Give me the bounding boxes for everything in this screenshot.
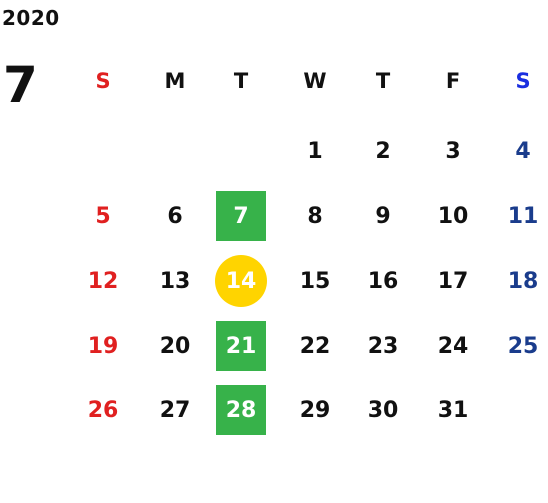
day-number: 31 xyxy=(437,397,469,423)
day-cell[interactable]: 18 xyxy=(493,261,548,301)
day-cell[interactable]: 10 xyxy=(423,196,483,236)
day-number: 8 xyxy=(307,203,323,229)
weekday-header: F xyxy=(423,61,483,101)
day-cell[interactable]: 5 xyxy=(73,196,133,236)
day-cell[interactable]: 17 xyxy=(423,261,483,301)
day-cell[interactable]: 1 xyxy=(285,131,345,171)
weekday-header: S xyxy=(73,61,133,101)
day-number: 16 xyxy=(367,268,399,294)
day-number: 20 xyxy=(159,333,191,359)
day-cell[interactable]: 11 xyxy=(493,196,548,236)
day-cell[interactable]: 21 xyxy=(211,321,271,371)
day-number: 18 xyxy=(507,268,539,294)
weekday-label: T xyxy=(233,69,249,93)
day-cell[interactable]: 3 xyxy=(423,131,483,171)
day-number: 24 xyxy=(437,333,469,359)
day-number: 4 xyxy=(515,138,531,164)
weekday-label: W xyxy=(303,69,327,93)
day-number: 13 xyxy=(159,268,191,294)
day-cell[interactable]: 6 xyxy=(145,196,205,236)
day-number: 25 xyxy=(507,333,539,359)
day-number: 30 xyxy=(367,397,399,423)
day-number: 27 xyxy=(159,397,191,423)
day-cell[interactable]: 31 xyxy=(423,390,483,430)
day-number: 7 xyxy=(233,203,249,229)
day-cell[interactable]: 23 xyxy=(353,326,413,366)
day-number: 5 xyxy=(95,203,111,229)
day-cell[interactable]: 19 xyxy=(73,326,133,366)
day-number: 6 xyxy=(167,203,183,229)
day-number: 22 xyxy=(299,333,331,359)
day-cell[interactable]: 15 xyxy=(285,261,345,301)
day-number: 3 xyxy=(445,138,461,164)
day-cell[interactable]: 9 xyxy=(353,196,413,236)
day-number: 17 xyxy=(437,268,469,294)
weekday-header: T xyxy=(211,61,271,101)
day-cell[interactable]: 13 xyxy=(145,261,205,301)
day-cell[interactable]: 29 xyxy=(285,390,345,430)
day-cell[interactable]: 27 xyxy=(145,390,205,430)
day-number: 19 xyxy=(87,333,119,359)
day-number: 23 xyxy=(367,333,399,359)
day-cell[interactable]: 16 xyxy=(353,261,413,301)
day-number: 28 xyxy=(225,397,257,423)
day-number: 14 xyxy=(225,268,257,294)
day-number: 9 xyxy=(375,203,391,229)
day-cell[interactable]: 2 xyxy=(353,131,413,171)
day-cell[interactable]: 20 xyxy=(145,326,205,366)
day-number: 29 xyxy=(299,397,331,423)
weekday-label: S xyxy=(95,69,111,93)
day-number: 26 xyxy=(87,397,119,423)
day-cell[interactable]: 28 xyxy=(211,385,271,435)
weekday-header: M xyxy=(145,61,205,101)
day-number: 10 xyxy=(437,203,469,229)
day-cell[interactable]: 7 xyxy=(211,191,271,241)
day-number: 15 xyxy=(299,268,331,294)
day-cell[interactable]: 24 xyxy=(423,326,483,366)
day-cell[interactable]: 14 xyxy=(211,255,271,307)
month-number: 7 xyxy=(3,56,38,114)
day-cell[interactable]: 12 xyxy=(73,261,133,301)
year-label: 2020 xyxy=(2,6,60,30)
day-number: 11 xyxy=(507,203,539,229)
day-cell[interactable]: 30 xyxy=(353,390,413,430)
weekday-header: W xyxy=(285,61,345,101)
weekday-label: F xyxy=(445,69,461,93)
weekday-header: S xyxy=(493,61,548,101)
weekday-header: T xyxy=(353,61,413,101)
weekday-label: S xyxy=(515,69,531,93)
day-number: 21 xyxy=(225,333,257,359)
day-cell[interactable]: 8 xyxy=(285,196,345,236)
day-number: 2 xyxy=(375,138,391,164)
weekday-label: M xyxy=(164,69,186,93)
day-number: 12 xyxy=(87,268,119,294)
day-cell[interactable]: 26 xyxy=(73,390,133,430)
day-cell[interactable]: 4 xyxy=(493,131,548,171)
day-cell[interactable]: 22 xyxy=(285,326,345,366)
weekday-label: T xyxy=(375,69,391,93)
day-cell[interactable]: 25 xyxy=(493,326,548,366)
day-number: 1 xyxy=(307,138,323,164)
